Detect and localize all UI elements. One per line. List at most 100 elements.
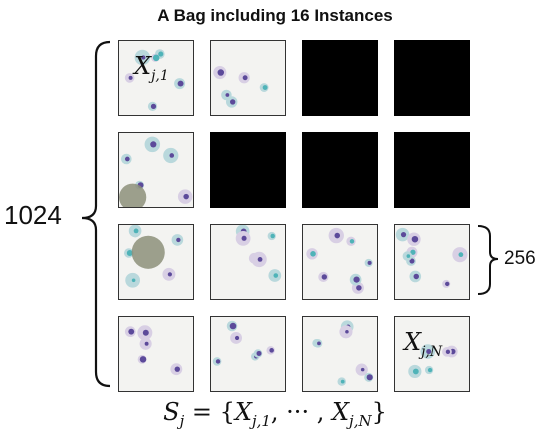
- instance-grid: [118, 40, 474, 392]
- cell-nucleus: [367, 260, 372, 265]
- formula-last-sub: j,N: [349, 411, 372, 430]
- diagram-title: A Bag including 16 Instances: [157, 6, 393, 25]
- cell-nucleus: [215, 359, 221, 364]
- instance-tile: [210, 40, 286, 116]
- cell-nucleus: [360, 367, 365, 372]
- cell-nucleus: [144, 341, 149, 346]
- cell-nucleus: [345, 330, 349, 334]
- cell-nucleus: [128, 75, 133, 80]
- cell-nucleus: [427, 367, 433, 373]
- cell-nucleus: [340, 379, 345, 384]
- cell-nucleus: [217, 69, 225, 76]
- instance-tile: [210, 316, 286, 392]
- bag-formula: Sj = {Xj,1, ··· , Xj,N}: [163, 398, 387, 430]
- cell-cluster: [119, 183, 147, 207]
- last-instance-subscript: j,N: [421, 343, 443, 360]
- masked-instance-tile: [394, 132, 470, 208]
- cell-nucleus: [124, 156, 130, 162]
- cell-nucleus: [445, 281, 450, 287]
- instance-tile: [302, 316, 378, 392]
- cell-nucleus: [229, 322, 237, 330]
- formula-lhs: S: [163, 398, 180, 426]
- cell-nucleus: [321, 274, 328, 280]
- cell-nucleus: [241, 235, 247, 241]
- cell-nucleus: [410, 249, 416, 255]
- cytology-image: [213, 65, 269, 108]
- masked-instance-tile: [302, 132, 378, 208]
- cell-nucleus: [406, 254, 411, 258]
- cell-nucleus: [150, 141, 157, 148]
- cell-nucleus: [413, 273, 419, 280]
- cell-nucleus: [176, 237, 181, 243]
- cytology-image: [408, 344, 458, 379]
- instance-tile: [210, 224, 286, 300]
- bag-size-label: 1024: [4, 200, 62, 230]
- cell-nucleus: [133, 228, 139, 234]
- cell-nucleus: [256, 350, 262, 356]
- instance-tile: [118, 316, 194, 392]
- first-instance-symbol: X: [134, 52, 152, 80]
- last-instance-symbol: X: [404, 328, 422, 356]
- cell-nucleus: [128, 328, 135, 335]
- cell-nucleus: [412, 368, 419, 375]
- cell-nucleus: [177, 80, 184, 87]
- cytology-image: [395, 227, 468, 288]
- cytology-image: [312, 320, 374, 386]
- cell-nucleus: [349, 239, 355, 244]
- instance-tile: [302, 224, 378, 300]
- cytology-image: [124, 49, 186, 112]
- cell-nucleus: [353, 276, 360, 283]
- cell-nucleus: [356, 285, 362, 291]
- cell-nucleus: [183, 193, 189, 200]
- masked-instance-tile: [394, 40, 470, 116]
- cell-nucleus: [270, 233, 275, 239]
- cytology-image: [119, 136, 193, 207]
- cell-nucleus: [257, 257, 263, 262]
- formula-first-sub: j,1: [251, 411, 271, 430]
- cell-nucleus: [262, 85, 268, 90]
- masked-instance-tile: [302, 40, 378, 116]
- cell-nucleus: [366, 374, 373, 381]
- cell-nucleus: [234, 335, 240, 341]
- cell-cluster: [131, 235, 165, 269]
- cell-nucleus: [141, 55, 146, 60]
- cell-nucleus: [169, 153, 175, 158]
- cell-nucleus: [152, 54, 160, 62]
- cell-nucleus: [426, 349, 432, 355]
- cytology-image: [306, 227, 373, 294]
- instance-tile: [394, 224, 470, 300]
- cytology-image: [124, 325, 183, 376]
- cell-nucleus: [334, 232, 341, 239]
- instance-tile: [394, 316, 470, 392]
- cell-nucleus: [167, 272, 172, 277]
- cell-nucleus: [225, 93, 230, 97]
- cell-nucleus: [150, 103, 157, 110]
- cytology-image: [235, 225, 282, 282]
- first-instance-subscript: j,1: [151, 67, 169, 84]
- instance-brace: [477, 225, 499, 295]
- cell-nucleus: [409, 258, 415, 264]
- cell-nucleus: [310, 251, 316, 257]
- cell-nucleus: [229, 99, 236, 105]
- cytology-image: [212, 320, 275, 366]
- cell-nucleus: [400, 232, 407, 238]
- cell-nucleus: [269, 348, 274, 353]
- cell-nucleus: [317, 341, 321, 346]
- instance-tile: [118, 224, 194, 300]
- cell-nucleus: [242, 75, 248, 81]
- cell-nucleus: [273, 273, 279, 278]
- cell-nucleus: [158, 51, 164, 57]
- formula-lhs-sub: j: [179, 411, 185, 430]
- cell-nucleus: [131, 278, 136, 283]
- instance-tile: [118, 132, 194, 208]
- cytology-image: [124, 225, 184, 288]
- bag-brace: [81, 40, 111, 388]
- cell-nucleus: [142, 329, 149, 336]
- masked-instance-tile: [210, 132, 286, 208]
- cell-nucleus: [458, 252, 464, 258]
- cell-nucleus: [445, 349, 451, 354]
- cell-nucleus: [126, 250, 133, 256]
- cell-nucleus: [411, 235, 419, 243]
- cell-nucleus: [139, 356, 147, 363]
- instance-size-label: 256: [504, 248, 536, 269]
